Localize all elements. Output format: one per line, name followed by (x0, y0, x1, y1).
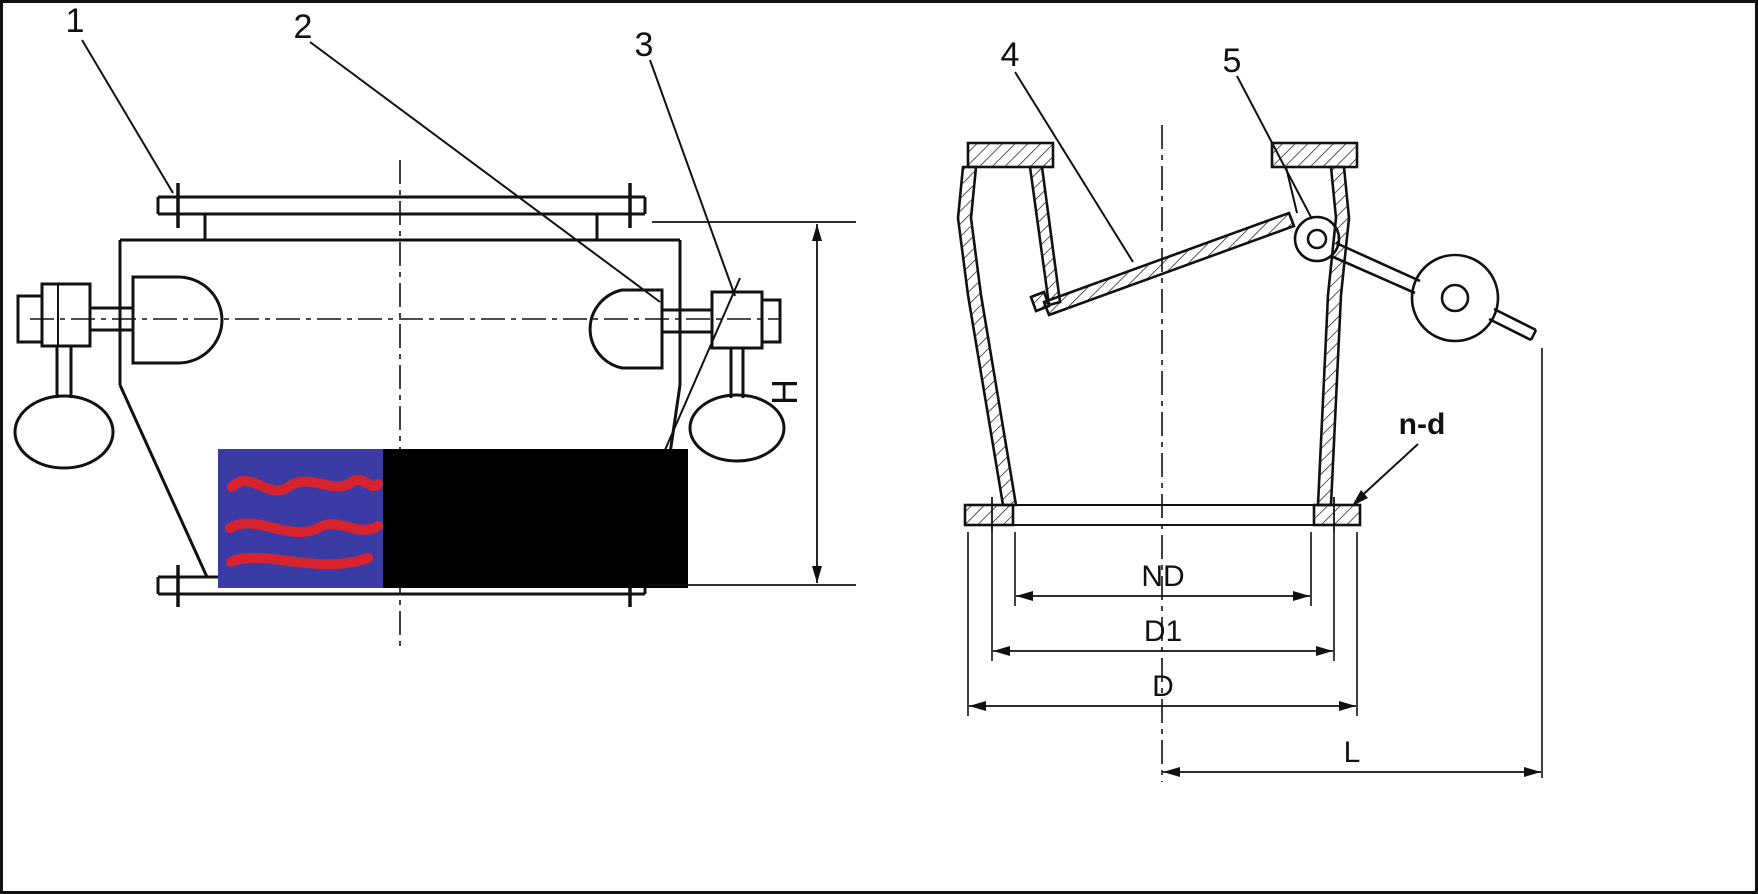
right-dome (588, 288, 664, 370)
left-counterweight-assembly (13, 282, 133, 470)
flap-lip (1029, 290, 1051, 313)
arrowhead (1524, 767, 1541, 777)
watermark-red-scribble-2 (225, 518, 383, 537)
dimension-L (1163, 767, 1541, 777)
watermark-red-scribble-1 (227, 475, 383, 496)
right-counterweight (688, 393, 786, 463)
section-leader-lines (1014, 71, 1313, 263)
bolt-note-label: n-d (1399, 408, 1446, 441)
inner-seat-section (1028, 165, 1062, 307)
arrowhead (993, 646, 1010, 656)
dimension-D1 (993, 646, 1333, 656)
dimension-H-label: H (764, 379, 805, 405)
dimension-D-label: D (1152, 670, 1174, 703)
watermark-red-scribble-3 (226, 552, 373, 570)
counterweight-hub (1440, 283, 1470, 313)
callout-3-label: 3 (635, 26, 654, 64)
flap-disc-section (1042, 211, 1296, 317)
hinge-pivot-outer (1293, 215, 1341, 263)
arrowhead (1293, 591, 1310, 601)
callout-5-label: 5 (1223, 42, 1242, 80)
leader-2 (309, 41, 661, 303)
bottom-flange-section (963, 497, 1362, 532)
leader-1 (81, 39, 174, 194)
callout-2-label: 2 (294, 8, 313, 46)
section-view: 4 5 n-d ND D1 D L (956, 36, 1543, 782)
arrowhead (812, 566, 822, 583)
dimension-D1-label: D1 (1144, 615, 1182, 648)
top-flange-right-section (1270, 141, 1359, 169)
arrowhead (1352, 490, 1368, 506)
dimension-H (648, 221, 856, 586)
callout-4-label: 4 (1001, 36, 1020, 74)
left-dome (131, 275, 224, 365)
dimension-D (969, 701, 1356, 711)
extension-lines (967, 348, 1543, 778)
arrowhead (1316, 646, 1333, 656)
leader-4 (1014, 71, 1134, 263)
arrowhead (969, 701, 986, 711)
leader-5 (1236, 75, 1313, 220)
top-flange (156, 183, 647, 240)
arrowhead (1163, 767, 1180, 777)
dimension-ND-label: ND (1141, 560, 1184, 593)
dimension-ND (1016, 591, 1310, 601)
bolt-note-arrow (1352, 443, 1419, 506)
side-view: 1 2 3 H (13, 2, 856, 648)
left-counterweight (13, 394, 115, 470)
watermark-black-panel (383, 449, 688, 588)
arrowhead (1016, 591, 1033, 601)
left-wall-section (956, 165, 1018, 507)
right-counterweight-assembly (662, 290, 786, 463)
watermark-block (218, 449, 688, 588)
counterweight-disc (1410, 253, 1500, 343)
dimension-L-label: L (1344, 736, 1361, 769)
callout-1-label: 1 (66, 2, 85, 40)
arrowhead (1339, 701, 1356, 711)
hinge-pivot-inner (1306, 228, 1328, 250)
leader-3 (649, 59, 736, 297)
top-flange-left-section (966, 141, 1055, 169)
arrowhead (812, 224, 822, 241)
lever-assembly (1330, 241, 1538, 343)
